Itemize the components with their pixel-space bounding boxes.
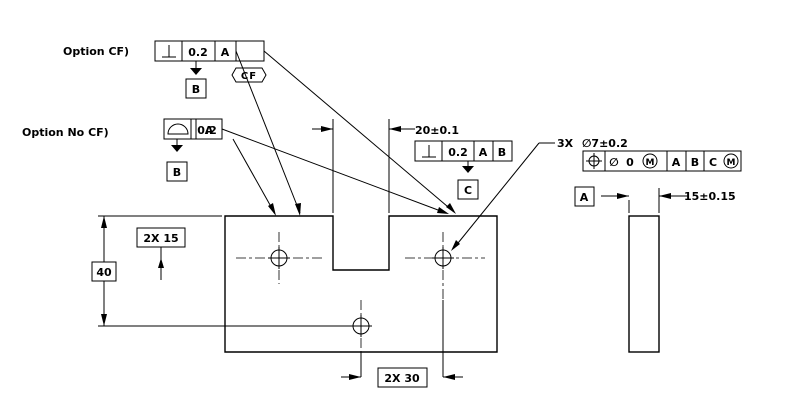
fcf-position-holes: ∅ 0 M A B C M [582, 150, 742, 172]
hole-vertical-dim: 2X 15 [143, 232, 178, 245]
datum-triangle [462, 166, 474, 173]
svg-text:B: B [691, 156, 699, 169]
svg-text:A: A [672, 156, 681, 169]
datum-a-label: A [580, 191, 589, 204]
hole-count: 3X [557, 137, 574, 150]
slot-width-dim: 20±0.1 [415, 124, 459, 137]
mmc-modifier-icon [723, 153, 739, 169]
profile-of-a-line-icon [167, 123, 189, 135]
svg-text:A: A [221, 46, 230, 59]
datum-feature-b: B [192, 83, 200, 96]
side-view-outline [628, 215, 660, 353]
slot-datum-b: B [498, 146, 506, 159]
mmc-modifier-icon [642, 153, 658, 169]
option-cf-label: Option CF) [63, 45, 129, 58]
fcf-perpendicularity-slot: 0.2 A [414, 140, 494, 162]
datum-feature-c: C [464, 184, 472, 197]
part-outline [224, 215, 498, 353]
option-no-cf-label: Option No CF) [22, 126, 109, 139]
hole-horizontal-dim: 2X 30 [384, 372, 420, 385]
datum-triangle [190, 68, 202, 75]
svg-text:M: M [727, 158, 736, 168]
svg-text:0.2: 0.2 [197, 124, 217, 137]
perpendicularity-icon [422, 145, 436, 158]
fcf-profile-no-cf: 0.2 [163, 118, 223, 140]
thickness-dim: 15±0.15 [684, 190, 736, 203]
svg-text:M: M [646, 158, 655, 168]
hole-diameter: ∅7±0.2 [582, 137, 628, 150]
cf-modifier-label: CF [241, 71, 257, 82]
fcf-perpendicularity-cf: 0.2 A [154, 40, 265, 62]
svg-text:0.2: 0.2 [188, 46, 208, 59]
datum-feature-b: B [173, 166, 181, 179]
cf-modifier-icon [231, 67, 267, 83]
datum-triangle [171, 145, 183, 152]
svg-text:C: C [709, 156, 717, 169]
svg-text:∅: ∅ [609, 156, 618, 169]
profile-datum-a: A [205, 124, 214, 137]
svg-text:0: 0 [626, 156, 634, 169]
position-icon [586, 153, 602, 169]
svg-text:A: A [479, 146, 488, 159]
svg-text:0.2: 0.2 [448, 146, 468, 159]
perpendicularity-icon [162, 45, 176, 58]
height-dim: 40 [96, 266, 112, 279]
